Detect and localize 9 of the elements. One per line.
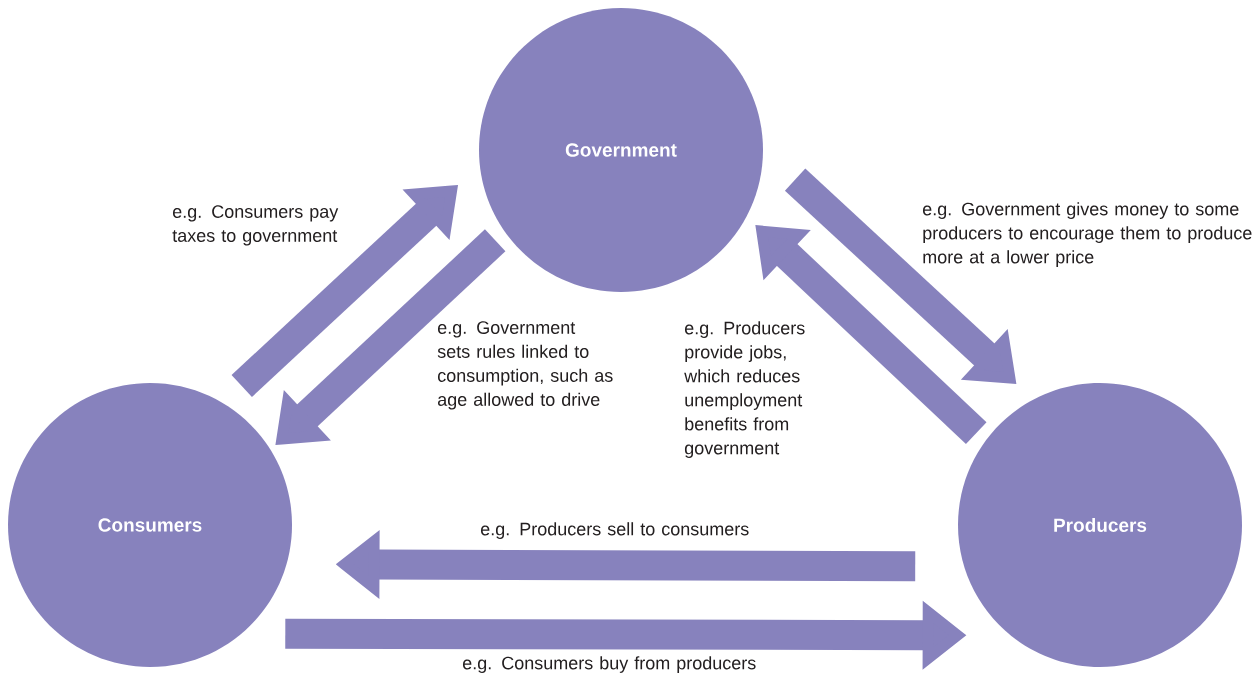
edge-label: e.g. Government sets rules linked to consumption, such as age allowed to drive — [437, 321, 613, 410]
circle-node: Consumers — [8, 383, 292, 667]
edge-label: e.g. Producers sell to consumers — [481, 522, 749, 539]
edge-label: e.g. Consumers buy from producers — [463, 656, 756, 673]
edge-label: e.g. Producers provide jobs, which reduces unemployment benefits from government — [684, 321, 805, 458]
edge-label: e.g. Government gives money to some producers to encourage them to produce more at a lower price — [923, 202, 1252, 267]
edge-label: e.g. Consumers pay taxes to government — [172, 205, 339, 246]
circle-node: Government — [479, 8, 763, 292]
circle-node: Producers — [958, 383, 1242, 667]
